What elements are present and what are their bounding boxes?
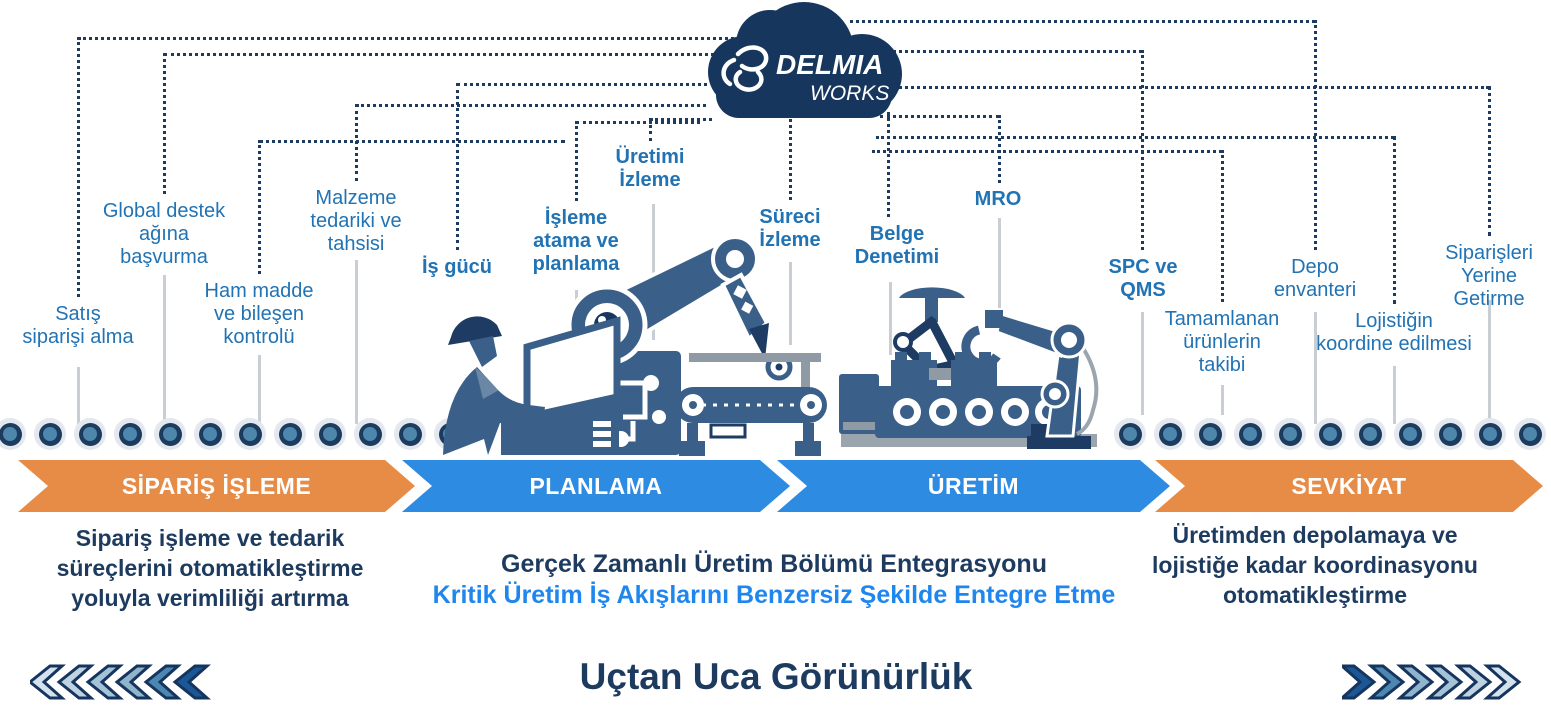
dotted-connector-v (887, 112, 890, 217)
cloud-sub: WORKS (810, 82, 889, 105)
label-mro: MRO (974, 188, 1022, 210)
stage-label: SEVKİYAT (1291, 472, 1407, 499)
bead-icon (1394, 418, 1426, 450)
label-isleme-atama: İşleme atama ve planlama (532, 207, 620, 276)
dotted-connector-v (1488, 86, 1491, 236)
stage-arrow-3: ÜRETİM (777, 460, 1170, 512)
stage-arrow-4: SEVKİYAT (1155, 460, 1543, 512)
bead-icon (1194, 418, 1226, 450)
label-belge-denetimi: Belge Denetimi (854, 223, 940, 269)
dotted-connector-v (789, 112, 792, 200)
bead-icon (1354, 418, 1386, 450)
stub-line (652, 204, 655, 340)
dotted-connector-v (355, 104, 358, 181)
3ds-logo-icon (721, 45, 769, 92)
dotted-connector-v (998, 115, 1001, 183)
dotted-connector-h (356, 104, 706, 107)
stub-line (77, 367, 80, 424)
dotted-connector-h (868, 50, 1142, 53)
bead-icon (1274, 418, 1306, 450)
chevrons-left-icon (30, 664, 211, 700)
dotted-connector-h (876, 86, 1489, 89)
dotted-connector-h (164, 53, 732, 56)
stub-line (355, 260, 358, 424)
label-satis-siparisi-alma: Satış siparişi alma (22, 303, 134, 349)
description-center-line1: Gerçek Zamanlı Üretim Bölümü Entegrasyon… (501, 550, 1047, 578)
bead-icon (1114, 418, 1146, 450)
label-is-gucu: İş gücü (421, 256, 493, 278)
description-order-processing: Sipariş işleme ve tedarik süreçlerini ot… (56, 525, 364, 611)
dotted-connector-h (457, 83, 714, 86)
stub-line (258, 355, 261, 424)
bead-icon (114, 418, 146, 450)
chevrons-right-icon (1342, 664, 1522, 700)
stub-line (1221, 385, 1224, 415)
stub-line (1314, 312, 1317, 424)
label-depo-envanteri: Depo envanteri (1273, 256, 1357, 302)
dotted-connector-v (1393, 136, 1396, 304)
bead-icon (74, 418, 106, 450)
dotted-connector-h (650, 118, 712, 121)
bead-icon (1474, 418, 1506, 450)
dotted-connector-v (77, 37, 80, 297)
dotted-connector-h (576, 121, 700, 124)
label-lojistik-koordinasyon: Lojistiğin koordine edilmesi (1316, 310, 1472, 356)
dotted-connector-h (259, 140, 565, 143)
dotted-connector-v (456, 83, 459, 250)
stub-line (789, 262, 792, 345)
dotted-connector-v (1314, 20, 1317, 250)
label-malzeme-tedariki: Malzeme tedariki ve tahsisi (310, 187, 402, 256)
stage-label: PLANLAMA (529, 472, 663, 499)
factory-illustration-right (839, 287, 1099, 449)
stub-line (1393, 366, 1396, 424)
dotted-connector-h (872, 150, 1222, 153)
label-tamamlanan-urunler: Tamamlanan ürünlerin takibi (1164, 308, 1280, 377)
label-ham-madde: Ham madde ve bileşen kontrolü (204, 280, 314, 349)
footer-title: Uçtan Uca Görünürlük (579, 656, 973, 697)
dotted-connector-h (850, 20, 1315, 23)
label-sureci-izleme: Süreci İzleme (759, 206, 821, 252)
stub-line (163, 275, 166, 424)
cloud-brand: DELMIA (776, 49, 883, 80)
bead-icon (194, 418, 226, 450)
description-center-line2: Kritik Üretim İş Akışlarını Benzersiz Şe… (432, 581, 1116, 610)
dotted-connector-v (258, 140, 261, 274)
bead-icon (1154, 418, 1186, 450)
bead-icon (1434, 418, 1466, 450)
stub-line (1141, 312, 1144, 415)
dotted-connector-v (575, 121, 578, 201)
bead-icon (0, 418, 26, 450)
dotted-connector-v (1221, 150, 1224, 302)
stage-label: SİPARİŞ İŞLEME (121, 472, 312, 499)
bead-icon (314, 418, 346, 450)
bead-icon (394, 418, 426, 450)
bead-icon (1234, 418, 1266, 450)
dotted-connector-h (78, 37, 740, 40)
label-uretimi-izleme: Üretimi İzleme (615, 146, 685, 192)
bead-icon (154, 418, 186, 450)
dotted-connector-h (880, 115, 999, 118)
stub-line (889, 282, 892, 355)
description-shipping: Üretimden depolamaya ve lojistiğe kadar … (1152, 522, 1478, 608)
dotted-connector-v (163, 53, 166, 194)
dotted-connector-v (649, 118, 652, 141)
label-siparisleri-yerine-getirme: Siparişleri Yerine Getirme (1445, 242, 1533, 311)
stage-label: ÜRETİM (927, 472, 1020, 499)
stage-arrow-2: PLANLAMA (402, 460, 790, 512)
dotted-connector-h (876, 136, 1394, 139)
stub-line (1488, 300, 1491, 424)
bead-icon (1514, 418, 1546, 450)
bead-icon (1314, 418, 1346, 450)
bead-icon (354, 418, 386, 450)
label-spc-qms: SPC ve QMS (1108, 256, 1178, 302)
description-center: Gerçek Zamanlı Üretim Bölümü Entegrasyon… (428, 549, 1120, 612)
bead-icon (34, 418, 66, 450)
factory-illustration-left (443, 235, 827, 456)
stage-arrow-1: SİPARİŞ İŞLEME (18, 460, 415, 512)
cloud-logo: DELMIA WORKS (708, 2, 902, 118)
label-global-destek: Global destek ağına başvurma (102, 200, 226, 269)
bead-icon (234, 418, 266, 450)
stub-line (998, 218, 1001, 308)
bead-icon (274, 418, 306, 450)
